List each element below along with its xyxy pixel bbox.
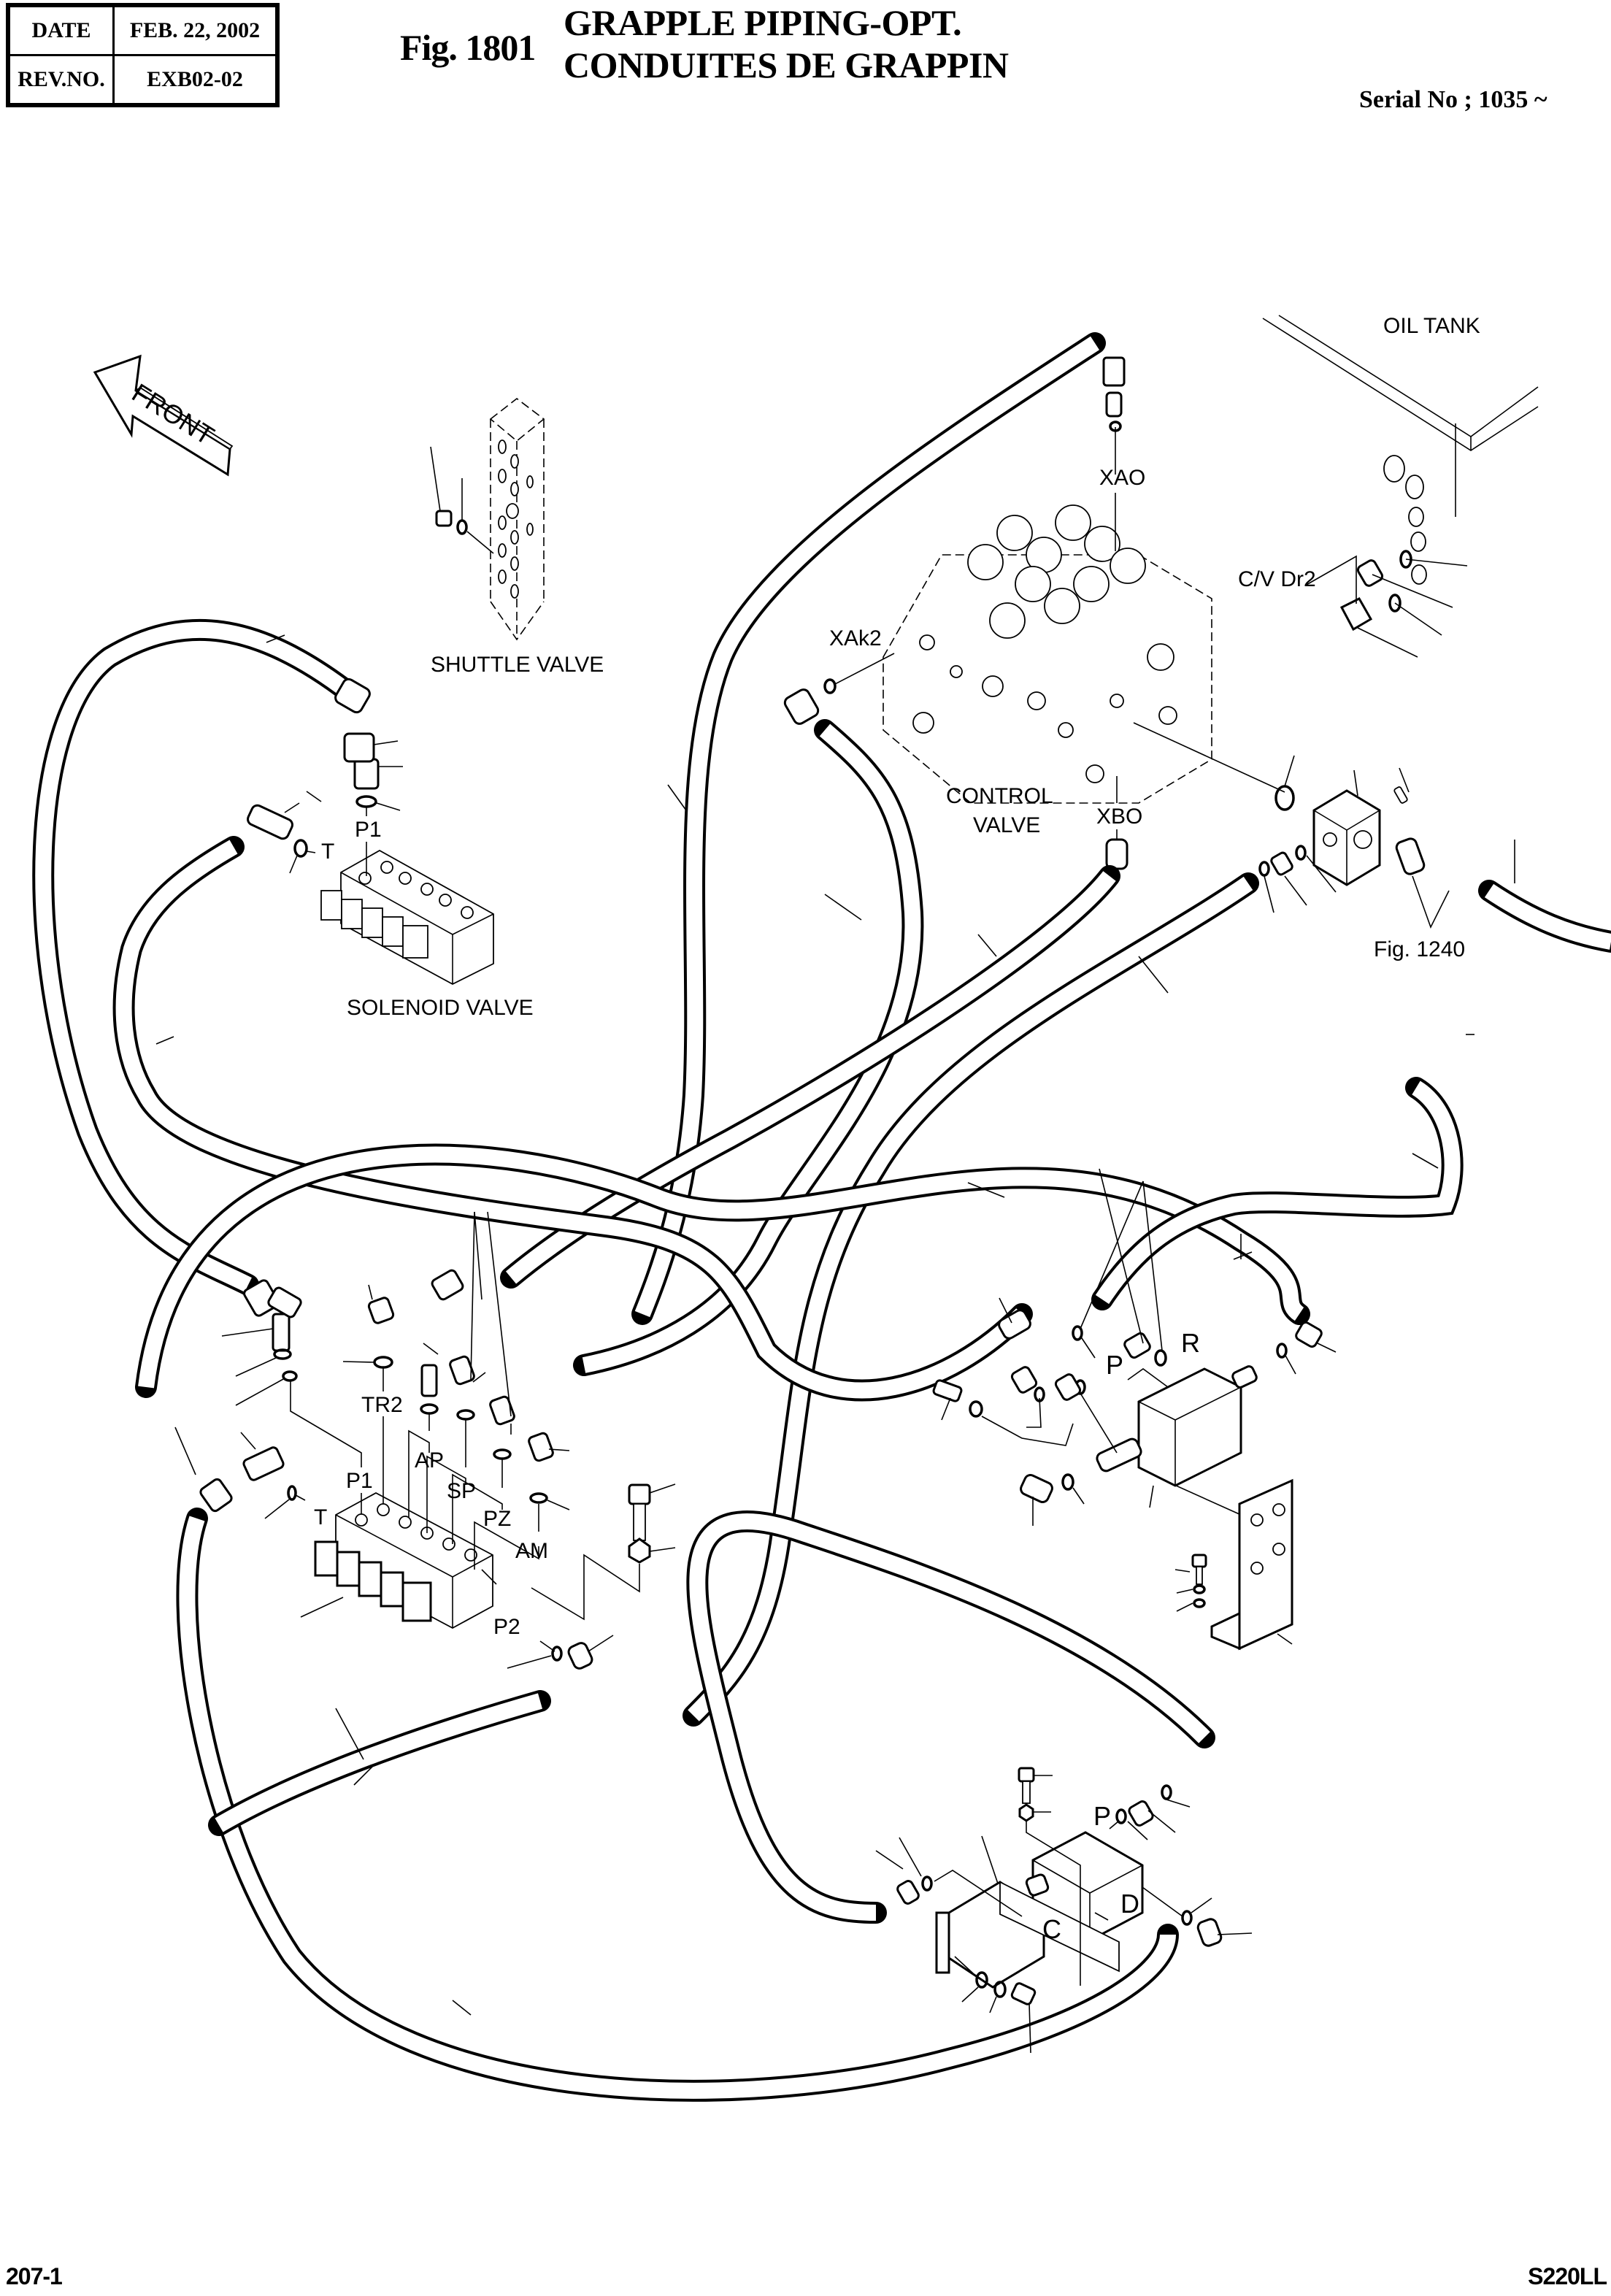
solenoid-valve-label: SOLENOID VALVE	[347, 996, 534, 1020]
hose-xak2	[573, 719, 924, 1376]
rev-label: REV.NO.	[7, 54, 115, 107]
port-label-xbo: XBO	[1096, 805, 1142, 829]
control-valve: XAO XAk2 CONTROL VALVE XBO	[783, 356, 1212, 870]
control-valve-label-line1: CONTROL	[946, 784, 1053, 808]
date-value: FEB. 22, 2002	[112, 4, 279, 56]
model-number: S220LL	[1528, 2263, 1607, 2289]
hose-lower-arc	[686, 1510, 1215, 1924]
oil-tank: OIL TANK C/V Dr2	[1238, 314, 1539, 658]
title-english: GRAPPLE PIPING-OPT.	[564, 2, 962, 43]
port-label-am: AM	[515, 1539, 548, 1563]
port-label-bottom-d: D	[1120, 1889, 1139, 1919]
port-holes	[498, 439, 534, 599]
hose-middle-arc	[135, 1143, 1310, 1398]
revision-table: DATE FEB. 22, 2002 REV.NO. EXB02-02	[6, 3, 280, 107]
page-number: 207-1	[6, 2263, 63, 2289]
solenoid-valve-upper: P1 T SOLENOID VALVE	[247, 758, 534, 1020]
hose-relief-block	[683, 872, 1259, 1727]
port-label-sp: SP	[447, 1479, 476, 1503]
shuttle-valve-label: SHUTTLE VALVE	[431, 653, 604, 677]
port-label-lower-t: T	[314, 1505, 327, 1529]
fig-ref-1240: Fig. 1240	[1374, 937, 1465, 961]
hose-left-loop	[32, 618, 361, 1296]
port-label-bottom-c: C	[1042, 1914, 1061, 1944]
port-label-upper-p1: P1	[355, 818, 382, 842]
date-label: DATE	[7, 4, 115, 56]
serial-number: Serial No ; 1035 ~	[1359, 86, 1547, 113]
spool-caps	[967, 504, 1146, 639]
port-label-tr2: TR2	[361, 1393, 403, 1417]
control-valve-label-line2: VALVE	[973, 813, 1040, 837]
hose-big-loop	[176, 1508, 1179, 2102]
bottom-valve: P D C	[875, 1767, 1253, 2054]
figure-title: GRAPPLE PIPING-OPT. CONDUITES DE GRAPPIN	[564, 1, 1009, 86]
front-arrow-icon: FRONT	[93, 354, 234, 477]
port-label-right-r: R	[1181, 1328, 1200, 1358]
hose-solenoid-t	[112, 836, 1033, 1402]
title-french: CONDUITES DE GRAPPIN	[564, 45, 1009, 85]
hose-fig1240	[1478, 880, 1611, 953]
port-label-bottom-p: P	[1093, 1801, 1111, 1831]
shuttle-valve: SHUTTLE VALVE	[430, 397, 604, 677]
valve-ports	[912, 634, 1177, 783]
port-label-xao: XAO	[1099, 466, 1145, 490]
port-label-upper-t: T	[321, 840, 334, 864]
hoses	[32, 332, 1611, 2102]
port-label-pz: PZ	[483, 1507, 511, 1531]
upper-left-fittings	[267, 677, 570, 1462]
right-valve: P R	[932, 1168, 1337, 1651]
hose-p2	[208, 1690, 551, 1836]
port-label-lower-p1: P1	[346, 1469, 373, 1493]
hose-right-upper	[1091, 1077, 1464, 1310]
port-label-xak2: XAk2	[829, 626, 882, 650]
rev-value: EXB02-02	[112, 54, 279, 107]
port-label-p2: P2	[493, 1615, 520, 1639]
solenoid-valve-lower: T P1 TR2 AP SP PZ AM P2	[235, 1356, 676, 1670]
port-label-cv-dr2: C/V Dr2	[1238, 567, 1316, 591]
relief-block: Fig. 1240	[1133, 722, 1515, 961]
figure-number: Fig. 1801	[400, 27, 536, 68]
port-label-right-p: P	[1106, 1350, 1123, 1380]
oil-tank-label: OIL TANK	[1383, 314, 1480, 338]
